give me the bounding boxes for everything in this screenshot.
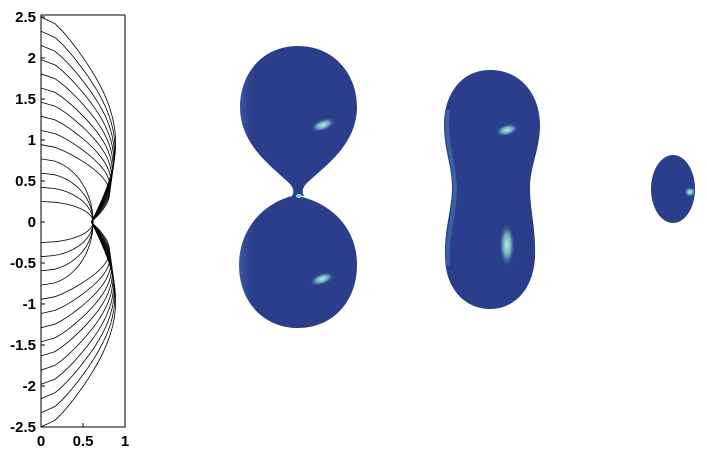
highlight-top — [495, 123, 519, 137]
highlight-upper — [310, 117, 336, 133]
elongated-drop-body — [444, 70, 540, 309]
y-tick-label: 2.5 — [15, 9, 36, 26]
neck-highlight — [296, 194, 302, 198]
y-tick-label: -2 — [23, 378, 36, 395]
x-tick-label: 0 — [37, 433, 45, 450]
x-tick-label: 0.5 — [73, 433, 94, 450]
y-tick-label: -1 — [23, 296, 36, 313]
plot-frame — [40, 14, 126, 428]
y-tick-label: -0.5 — [10, 255, 36, 272]
profile-curve — [41, 16, 116, 427]
y-tick-label: -1.5 — [10, 337, 36, 354]
y-tick-label: 0 — [28, 214, 36, 231]
profile-curve — [41, 158, 94, 286]
small-drop-highlight — [684, 187, 696, 197]
small-drop-body — [651, 155, 695, 223]
y-tick-label: 1 — [28, 132, 36, 149]
x-tick-label: 1 — [121, 433, 129, 450]
y-tick-label: -2.5 — [10, 419, 36, 436]
rim-shading — [239, 46, 359, 328]
highlight-waist — [499, 223, 515, 267]
y-tick-label: 0.5 — [15, 173, 36, 190]
small-drop-shape — [651, 155, 696, 223]
y-tick-label: 1.5 — [15, 91, 36, 108]
highlight-lower — [309, 271, 335, 287]
y-axis-ticks: 2.5 2 1.5 1 0.5 0 -0.5 -1 -1.5 -2 -2.5 — [10, 9, 45, 436]
elongated-rim — [445, 109, 458, 266]
elongated-drop-shape — [444, 70, 540, 309]
profile-curves — [41, 16, 116, 427]
y-tick-label: 2 — [28, 50, 36, 67]
pinching-drops-shape — [239, 46, 359, 328]
